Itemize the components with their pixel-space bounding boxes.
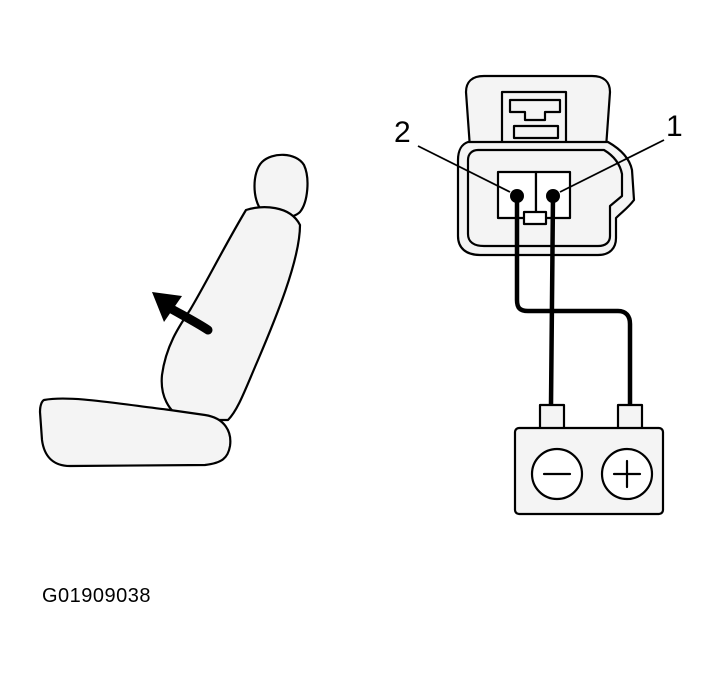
seat-cushion [38, 397, 232, 468]
negative-terminal-icon [530, 447, 584, 501]
seat-backrest [160, 206, 302, 422]
seat [38, 153, 309, 468]
leader-line-2 [417, 145, 511, 193]
positive-terminal-icon [600, 447, 654, 501]
battery-positive-post [616, 403, 644, 431]
battery-negative-post [538, 403, 566, 431]
figure-code: G01909038 [42, 585, 152, 607]
recline-arrow-icon [152, 292, 213, 335]
terminal-label-2: 2 [394, 116, 411, 149]
connector [456, 74, 636, 257]
terminal-label-1: 1 [666, 110, 683, 143]
test-leads [514, 193, 633, 408]
wire-terminal-2-to-positive [514, 193, 633, 408]
leader-line-1 [559, 139, 665, 193]
battery [513, 403, 665, 516]
wire-terminal-1-to-negative [548, 193, 556, 408]
